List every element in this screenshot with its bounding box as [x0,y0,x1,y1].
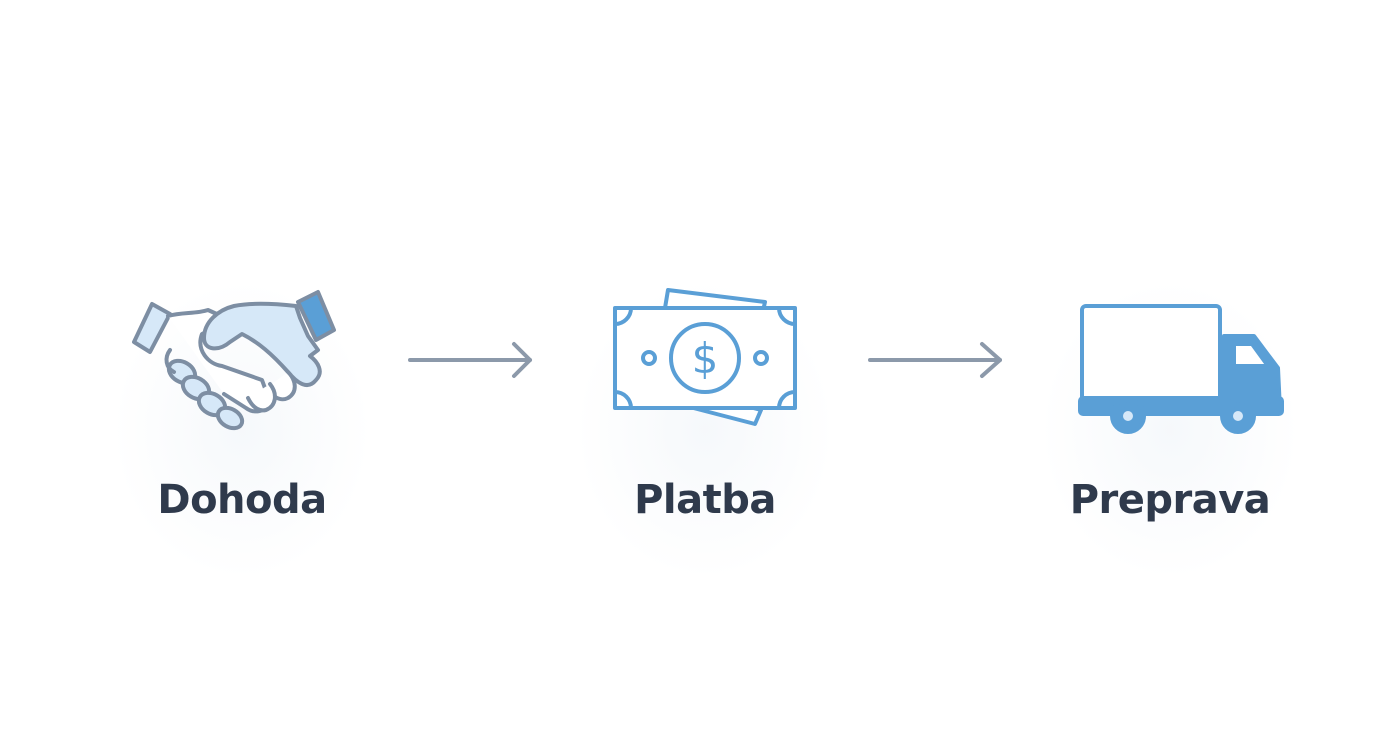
step-shipping: Preprava [1040,280,1300,580]
step-label: Preprava [1069,477,1271,523]
step-label: Platba [634,477,776,523]
step-payment: $ Platba [575,280,835,580]
money-icon: $ [575,280,835,450]
step-agreement: Dohoda [112,280,372,580]
flow-arrow [862,340,1002,380]
svg-text:$: $ [692,334,719,383]
flow-arrow [402,340,542,380]
handshake-icon [112,280,372,450]
step-label: Dohoda [157,477,327,523]
truck-icon [1040,280,1300,450]
